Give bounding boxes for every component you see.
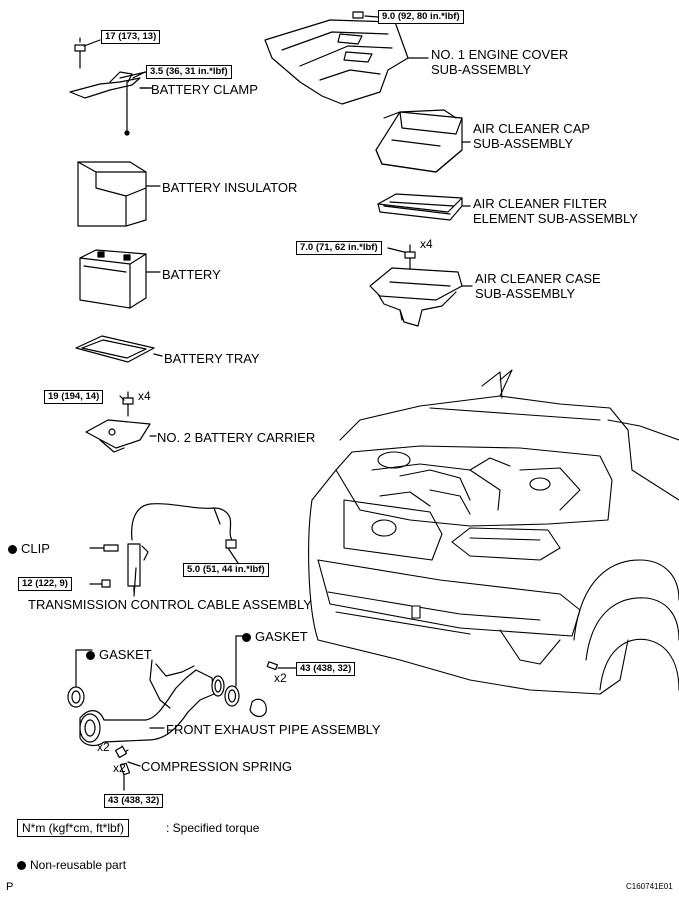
battery-tray-drawing — [75, 335, 163, 363]
label-gasket-left-text: GASKET — [99, 647, 152, 662]
torque-air-cleaner: 7.0 (71, 62 in.*lbf) — [296, 241, 382, 255]
label-transmission-cable: TRANSMISSION CONTROL CABLE ASSEMBLY — [28, 597, 312, 612]
label-clip-text: CLIP — [21, 541, 50, 556]
non-reusable-dot — [17, 861, 26, 870]
non-reusable-dot — [242, 633, 251, 642]
air-cleaner-filter-drawing — [377, 193, 471, 221]
label-air-cleaner-cap-line2: SUB-ASSEMBLY — [473, 136, 574, 151]
torque-pipe-upper: 43 (438, 32) — [296, 662, 356, 676]
label-battery-insulator: BATTERY INSULATOR — [162, 180, 298, 195]
label-air-cleaner-case-line2: SUB-ASSEMBLY — [475, 286, 576, 301]
label-gasket-right-text: GASKET — [255, 629, 308, 644]
engine-cover-drawing — [264, 11, 429, 105]
label-air-cleaner-case-line1: AIR CLEANER CASE — [475, 271, 601, 286]
non-reusable-dot — [8, 545, 17, 554]
label-front-exhaust-pipe: FRONT EXHAUST PIPE ASSEMBLY — [166, 722, 381, 737]
label-battery: BATTERY — [162, 267, 221, 282]
torque-engine-cover: 9.0 (92, 80 in.*lbf) — [378, 10, 464, 24]
non-reusable-dot — [86, 651, 95, 660]
legend-torque-desc: : Specified torque — [166, 821, 260, 835]
torque-clamp-bolt: 17 (173, 13) — [101, 30, 161, 44]
footer-left-mark: P — [6, 881, 14, 893]
front-exhaust-pipe-drawing — [79, 659, 225, 791]
legend-non-reusable: Non-reusable part — [17, 857, 126, 873]
gasket-left-drawing — [67, 649, 93, 708]
torque-cable-bracket: 5.0 (51, 44 in.*lbf) — [183, 563, 269, 577]
battery-insulator-drawing — [77, 161, 161, 227]
label-engine-cover-line2: SUB-ASSEMBLY — [431, 62, 532, 77]
label-compression-spring: COMPRESSION SPRING — [141, 759, 292, 774]
gasket-right-drawing — [224, 635, 297, 718]
mult-air-cleaner-bolt: x4 — [420, 237, 433, 251]
vehicle-front-drawing — [308, 369, 679, 695]
mult-carrier-bolt: x4 — [138, 389, 151, 403]
label-gasket-right: GASKET — [242, 629, 308, 644]
mult-spring-upper: x2 — [97, 740, 110, 754]
label-air-cleaner-cap: AIR CLEANER CAP SUB-ASSEMBLY — [473, 121, 590, 151]
torque-pipe-lower: 43 (438, 32) — [104, 794, 164, 808]
label-gasket-left: GASKET — [86, 647, 152, 662]
label-battery-carrier: NO. 2 BATTERY CARRIER — [157, 430, 316, 445]
leader-lines — [119, 71, 151, 89]
label-battery-clamp: BATTERY CLAMP — [151, 82, 258, 97]
label-air-cleaner-filter-line1: AIR CLEANER FILTER — [473, 196, 608, 211]
battery-clamp-drawing — [69, 37, 153, 136]
label-air-cleaner-filter: AIR CLEANER FILTER ELEMENT SUB-ASSEMBLY — [473, 196, 638, 226]
label-engine-cover-line1: NO. 1 ENGINE COVER — [431, 47, 569, 62]
battery-carrier-drawing — [85, 391, 157, 453]
legend-torque-unit: N*m (kgf*cm, ft*lbf) — [17, 819, 130, 837]
torque-carrier: 19 (194, 14) — [44, 390, 104, 404]
figure-code: C160741E01 — [626, 882, 673, 891]
label-engine-cover: NO. 1 ENGINE COVER SUB-ASSEMBLY — [431, 47, 568, 77]
torque-clamp-nut: 3.5 (36, 31 in.*lbf) — [146, 65, 232, 79]
label-air-cleaner-cap-line1: AIR CLEANER CAP — [473, 121, 591, 136]
torque-cable-nut: 12 (122, 9) — [18, 577, 72, 591]
transmission-cable-drawing — [89, 503, 241, 597]
mult-pipe-bolt: x2 — [274, 671, 287, 685]
air-cleaner-cap-drawing — [375, 109, 471, 173]
label-air-cleaner-case: AIR CLEANER CASE SUB-ASSEMBLY — [475, 271, 601, 301]
battery-drawing — [79, 249, 161, 309]
label-clip: CLIP — [8, 541, 50, 556]
label-air-cleaner-filter-line2: ELEMENT SUB-ASSEMBLY — [473, 211, 638, 226]
label-battery-tray: BATTERY TRAY — [164, 351, 260, 366]
mult-spring-lower: x2 — [113, 761, 126, 775]
air-cleaner-case-drawing — [369, 244, 473, 327]
legend-non-reusable-text: Non-reusable part — [30, 858, 127, 872]
